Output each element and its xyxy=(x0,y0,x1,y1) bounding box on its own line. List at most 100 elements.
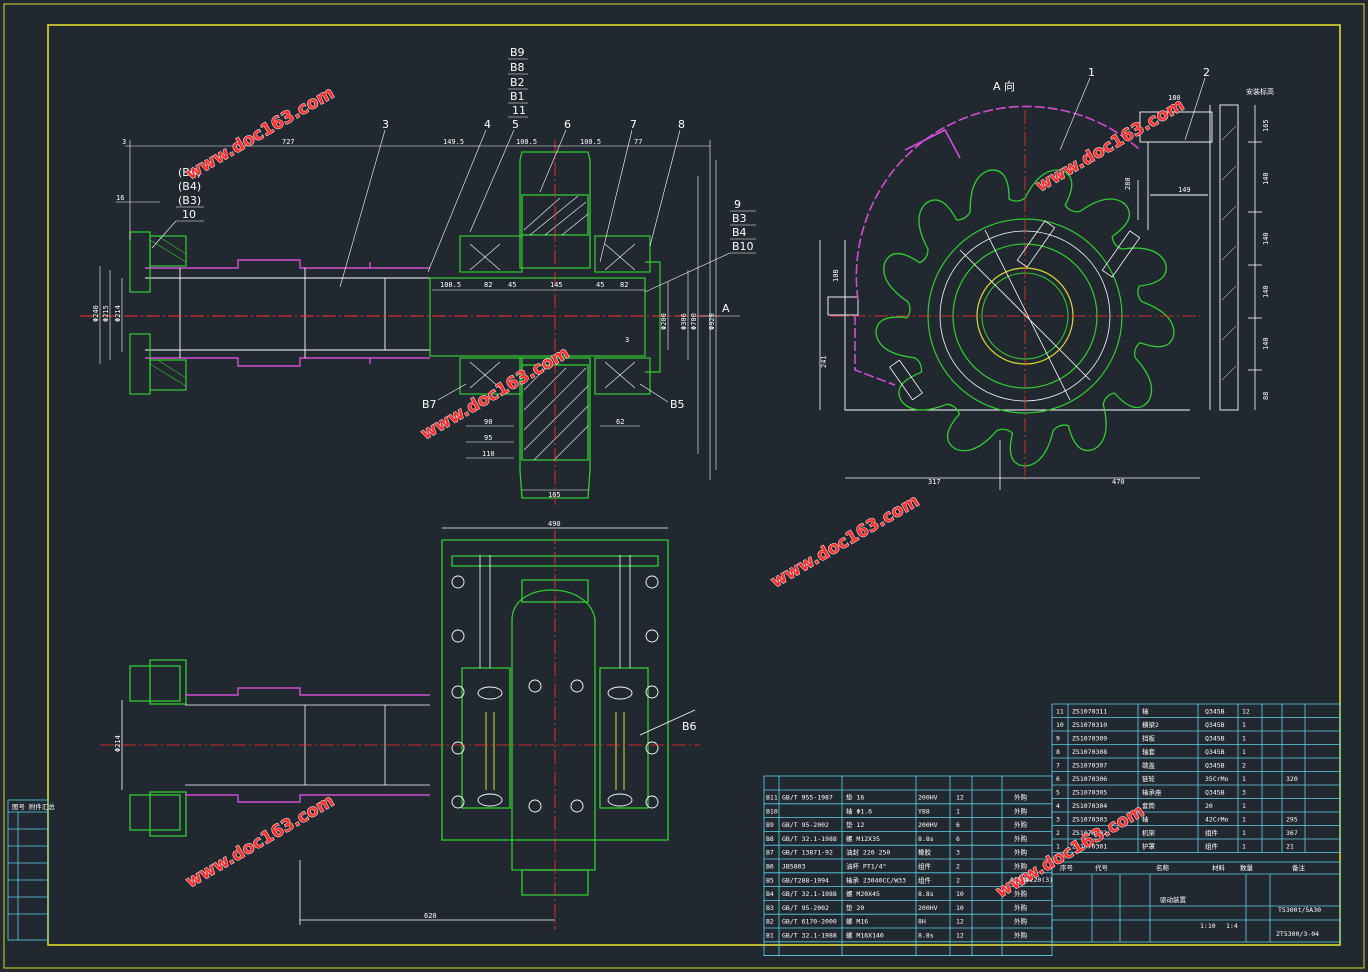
svg-text:www.doc163.com: www.doc163.com xyxy=(1033,95,1188,196)
std-cell: B7 xyxy=(766,849,774,857)
std-cell: 组件 xyxy=(918,862,932,871)
callout-2: 2 xyxy=(1203,66,1210,79)
std-cell: GB/T 32.1-1988 xyxy=(782,890,837,898)
std-cell: 外购 xyxy=(1014,862,1028,871)
callout-5: 5 xyxy=(512,118,519,131)
drawing-number: ZT5300/3-04 xyxy=(1276,930,1319,938)
parts-cell: 轴套 xyxy=(1142,747,1156,756)
svg-text:149.5: 149.5 xyxy=(443,138,464,146)
parts-cell: 2 xyxy=(1056,829,1060,837)
label-b4: B4 xyxy=(732,226,747,239)
parts-cell: 35CrMo xyxy=(1205,775,1229,783)
svg-text:180: 180 xyxy=(1168,94,1181,102)
svg-text:Φ920: Φ920 xyxy=(708,313,716,330)
svg-text:www.doc163.com: www.doc163.com xyxy=(183,791,338,892)
label-b6-paren: (B6) xyxy=(178,166,201,179)
svg-text:90: 90 xyxy=(484,418,492,426)
label-b3: B3 xyxy=(732,212,747,225)
svg-text:45: 45 xyxy=(508,281,516,289)
svg-text:280: 280 xyxy=(1124,177,1132,190)
std-cell: GB/T 95-2002 xyxy=(782,821,829,829)
callout-6: 6 xyxy=(564,118,571,131)
outer-frame xyxy=(3,3,1365,969)
svg-text:Φ200: Φ200 xyxy=(660,313,668,330)
std-cell: 螺 M12X35 xyxy=(846,834,880,843)
std-cell: JB5803 xyxy=(782,863,806,871)
parts-cell: 1 xyxy=(1242,775,1246,783)
std-cell: 外购 xyxy=(1014,917,1028,926)
svg-text:16: 16 xyxy=(116,194,124,202)
std-cell: B5 xyxy=(766,876,774,884)
parts-cell: 12 xyxy=(1242,708,1250,716)
svg-text:110: 110 xyxy=(482,450,495,458)
callout-7: 7 xyxy=(630,118,637,131)
svg-text:108.5: 108.5 xyxy=(440,281,461,289)
svg-text:Φ700: Φ700 xyxy=(690,313,698,330)
parts-cell: 1 xyxy=(1242,843,1246,851)
parts-cell: ZS1070309 xyxy=(1072,735,1107,743)
parts-cell: 367 xyxy=(1286,829,1298,837)
std-cell: 200HV xyxy=(918,794,938,802)
parts-cell: 横梁2 xyxy=(1142,720,1159,729)
svg-text:www.doc163.com: www.doc163.com xyxy=(768,491,923,592)
std-cell: 1 xyxy=(956,807,960,815)
std-cell: 螺 M20X45 xyxy=(846,889,880,898)
sprocket-outline xyxy=(875,169,1175,467)
parts-cell: 4 xyxy=(1056,802,1060,810)
std-parts-grid xyxy=(763,775,1053,957)
parts-cell: 320 xyxy=(1286,775,1298,783)
inner-frame xyxy=(47,24,1341,946)
std-cell: B9 xyxy=(766,821,774,829)
svg-text:95: 95 xyxy=(484,434,492,442)
callout-4: 4 xyxy=(484,118,491,131)
svg-text:241: 241 xyxy=(820,355,828,368)
parts-cell: 21 xyxy=(1286,843,1294,851)
company-code: T5300t/5A30 xyxy=(1278,906,1321,914)
svg-text:名称: 名称 xyxy=(1156,863,1170,872)
parts-cell: 8 xyxy=(1056,748,1060,756)
sprocket-teeth xyxy=(875,169,1175,467)
label-11: 11 xyxy=(512,104,526,117)
std-cell: 12 xyxy=(956,918,964,926)
parts-cell: 10 xyxy=(1056,721,1064,729)
front-view xyxy=(80,140,740,505)
std-cell: B3 xyxy=(766,904,774,912)
std-cell: 外购 xyxy=(1014,820,1028,829)
std-cell: B8 xyxy=(766,835,774,843)
parts-cell: Q345B xyxy=(1205,721,1225,729)
label-9: 9 xyxy=(734,198,741,211)
parts-cell: 组件 xyxy=(1205,842,1219,851)
std-cell: 2 xyxy=(956,876,960,884)
callout-8: 8 xyxy=(678,118,685,131)
svg-text:108: 108 xyxy=(832,269,840,282)
sheet: 1:4 xyxy=(1226,922,1238,930)
left-strip-title: 图号 附件汇总 xyxy=(12,802,55,811)
parts-cell: ZS1070308 xyxy=(1072,748,1107,756)
label-b1: B1 xyxy=(510,90,525,103)
guard-arc xyxy=(855,105,1141,301)
parts-cell: ZS1070310 xyxy=(1072,721,1107,729)
std-cell: 3 xyxy=(956,849,960,857)
std-note: Φ250Φ220(3) xyxy=(1010,876,1053,884)
std-cell: 8.8s xyxy=(918,835,934,843)
label-b10: B10 xyxy=(732,240,754,253)
std-cell: 6 xyxy=(956,835,960,843)
parts-cell: 7 xyxy=(1056,762,1060,770)
parts-cell: 轴 xyxy=(1142,707,1149,716)
svg-text:727: 727 xyxy=(282,138,295,146)
std-cell: 外购 xyxy=(1014,903,1028,912)
parts-cell: 1 xyxy=(1242,816,1246,824)
std-cell: 垫 20 xyxy=(846,903,864,912)
parts-cell: 11 xyxy=(1056,708,1064,716)
std-cell: B4 xyxy=(766,890,774,898)
std-cell: B1 xyxy=(766,932,774,940)
parts-list-grid xyxy=(1051,703,1341,943)
svg-text:620: 620 xyxy=(424,912,437,920)
label-b5: B5 xyxy=(670,398,685,411)
std-cell: GB/T 955-1987 xyxy=(782,794,833,802)
parts-cell: Q345B xyxy=(1205,762,1225,770)
parts-cell: 9 xyxy=(1056,735,1060,743)
label-b3-paren: (B3) xyxy=(178,194,201,207)
